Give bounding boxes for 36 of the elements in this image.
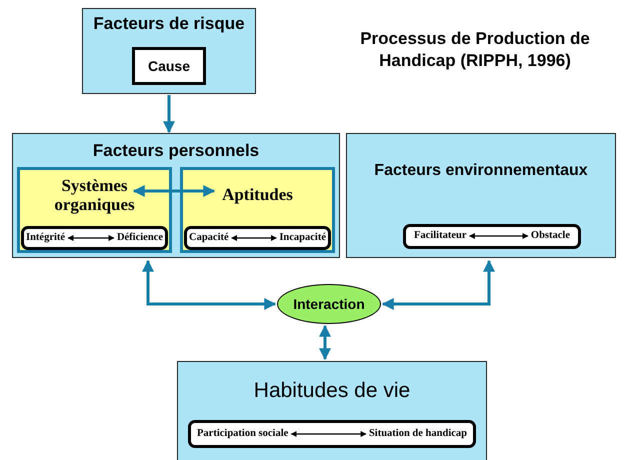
term-text: Obstacle bbox=[530, 229, 570, 243]
term-text: Incapacité bbox=[279, 231, 326, 245]
arrow bbox=[231, 235, 277, 241]
term-text: Participation sociale bbox=[197, 427, 288, 441]
term-text: Déficience bbox=[116, 231, 163, 245]
box-heading: Facteurs de risque bbox=[92, 13, 246, 34]
box-heading: Facteurs personnels bbox=[92, 140, 260, 161]
organ-systems-box bbox=[17, 167, 172, 253]
pill-box bbox=[184, 226, 331, 250]
environmental-factors-box bbox=[346, 133, 616, 258]
arrow bbox=[468, 233, 528, 239]
box-heading: Aptitudes bbox=[221, 184, 294, 205]
personal-factors-box bbox=[12, 133, 340, 258]
cause-box: Cause bbox=[132, 47, 206, 85]
arrow bbox=[163, 95, 175, 134]
term-text: Situation de handicap bbox=[368, 427, 467, 441]
term-text: Facilitateur bbox=[414, 229, 466, 243]
term-text: Intégrité bbox=[26, 231, 66, 245]
diagram-title: Processus de Production de Handicap (RIPPH, 1996) bbox=[359, 28, 591, 72]
life-habits-box bbox=[177, 361, 487, 460]
arrow bbox=[68, 235, 114, 241]
interaction-ellipse: Interaction bbox=[277, 284, 381, 324]
risk-factors-box bbox=[82, 8, 256, 94]
arrow bbox=[290, 431, 367, 437]
pill-box bbox=[188, 420, 476, 448]
arrow bbox=[319, 324, 331, 360]
box-heading: Habitudes de vie bbox=[252, 378, 412, 403]
box-heading: Systèmes organiques bbox=[53, 176, 136, 214]
pill-box bbox=[403, 224, 581, 249]
arrow bbox=[382, 260, 495, 310]
box-heading: Facteurs environnementaux bbox=[373, 161, 589, 181]
arrow bbox=[132, 185, 216, 197]
pill-box bbox=[21, 226, 168, 250]
term-text: Capacité bbox=[189, 231, 229, 245]
arrow bbox=[142, 260, 276, 310]
aptitudes-box bbox=[180, 167, 335, 253]
